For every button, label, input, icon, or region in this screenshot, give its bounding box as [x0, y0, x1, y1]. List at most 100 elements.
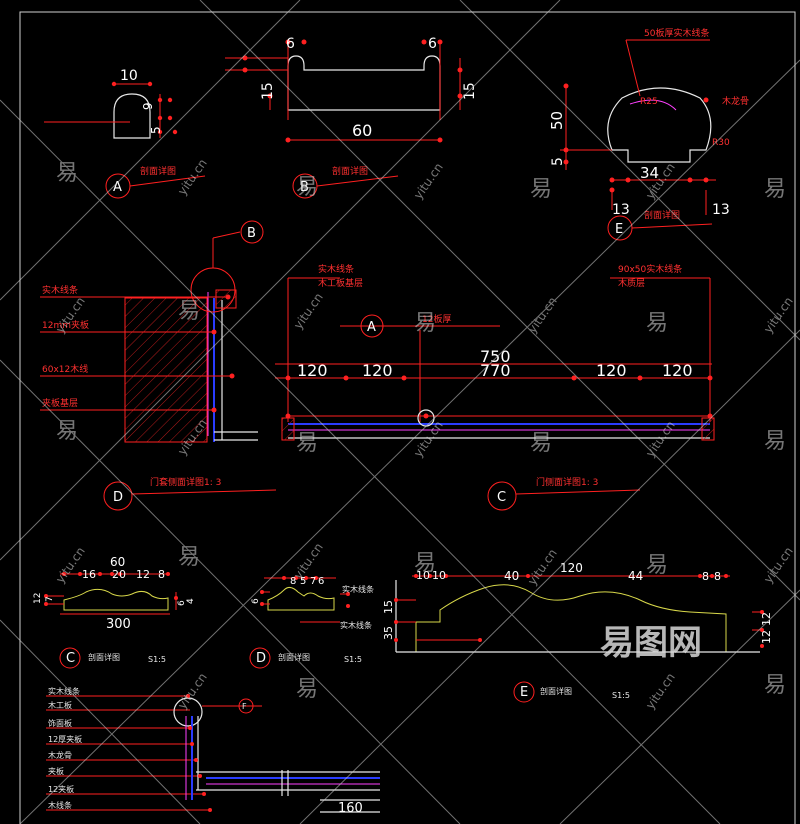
dim-c-door-2: 750 [480, 347, 511, 366]
dim-c-door-3: 770 [480, 361, 511, 380]
dim-c-door-1: 120 [362, 361, 393, 380]
dim-d-small-2: 7 [310, 576, 316, 587]
detail-marker-a-label: A [113, 180, 122, 195]
watermark-char: 易 [414, 551, 436, 576]
detail-d-small-scale: S1:5 [344, 655, 362, 664]
dim-d-small-0: 8 [290, 576, 296, 587]
note-f-5: 夹板 [48, 766, 64, 776]
watermark-char: 易 [56, 419, 78, 444]
dim-e-large-1: 10 [416, 569, 430, 582]
detail-marker-e-top-label: E [615, 222, 623, 237]
dim-e-large-3: 40 [504, 569, 519, 583]
watermark-domain: yitu.cn [411, 160, 446, 201]
note-f-2: 饰面板 [48, 718, 72, 728]
watermark-domain: yitu.cn [175, 156, 210, 197]
note-c-door-1: 木工板基层 [318, 277, 363, 289]
dim-c-small-5: 300 [106, 617, 131, 632]
dim-e-large-6: 8 [714, 570, 721, 583]
detail-d-door: B 实木线条 12mm夹板 60x12木线 夹板基层 D 门套侧面详图1: 3 [40, 220, 277, 511]
note-c-door-2: 12板厚 [422, 313, 451, 325]
detail-a: 10 9 5 A 剖面详图 [44, 68, 206, 199]
note-e-top-3: 木龙骨 [722, 95, 749, 107]
watermark-char: 易 [646, 553, 668, 578]
dim-e-large-9: 12 [760, 612, 773, 626]
dim-d-small-1: 5 [300, 576, 306, 587]
watermark-char: 易 [178, 299, 200, 324]
note-e-top-0: 50板厚实木线条 [644, 27, 709, 39]
detail-marker-e-large-label: E [520, 685, 528, 700]
dim-e-top-width: 34 [640, 164, 659, 182]
detail-a-title: 剖面详图 [140, 165, 176, 177]
detail-d-door-title: 门套侧面详图1: 3 [150, 476, 221, 488]
dim-e-large-4: 44 [628, 569, 643, 583]
detail-e-top: 50 5 34 13 13 50板厚实木线条 R25 R30 木龙骨 E 剖面详… [548, 27, 749, 241]
note-f-1: 木工板 [48, 700, 72, 710]
dim-b-left-lip: 6 [286, 36, 295, 52]
watermark-char: 易 [530, 431, 552, 456]
note-d-door-2: 60x12木线 [42, 363, 88, 375]
detail-c-door: 120 120 750 770 120 120 A 实木线条 木工板基层 12板… [275, 263, 715, 511]
watermark-char: 易 [764, 429, 786, 454]
dim-e-large-2: 10 [432, 569, 446, 582]
detail-e-top-title: 剖面详图 [644, 209, 680, 221]
watermark-domain: yitu.cn [643, 670, 678, 711]
note-f-7: 木线条 [48, 800, 72, 810]
watermark-logo: 易图网 [600, 623, 702, 663]
dim-a-base: 5 [149, 126, 163, 134]
watermark-char: 易 [530, 177, 552, 202]
dim-d-small-4: 6 [251, 598, 261, 604]
detail-c-small-scale: S1:5 [148, 655, 166, 664]
dim-c-small-3: 12 [136, 568, 150, 581]
detail-b: 6 6 15 15 60 B 剖面详图 [225, 36, 478, 199]
note-e-top-2: R30 [712, 138, 730, 148]
watermark-char: 易 [764, 673, 786, 698]
dim-c-small-1: 16 [82, 568, 96, 581]
callout-marker-a-label: A [367, 320, 376, 335]
watermark-char: 易 [56, 161, 78, 186]
watermark-domain: yitu.cn [761, 544, 796, 585]
dim-c-small-4: 8 [158, 568, 165, 581]
note-c-door-4: 木质层 [618, 277, 645, 289]
dim-b-width: 60 [352, 121, 372, 140]
callout-marker-b-label: B [247, 226, 256, 241]
note-d-door-1: 12mm夹板 [42, 319, 89, 331]
callout-marker-f [238, 698, 254, 714]
dim-e-top-right: 13 [712, 202, 730, 218]
detail-marker-d-door [103, 481, 133, 511]
detail-e-large-title: 剖面详图 [540, 686, 572, 696]
dim-b-left-height: 15 [260, 82, 276, 100]
dim-e-large-10: 12 [760, 630, 773, 644]
watermark-domain: yitu.cn [291, 290, 326, 331]
dim-c-small-6: 12 [33, 593, 43, 604]
dim-b-right-lip: 6 [428, 36, 437, 52]
dim-c-small-8: 6 [177, 600, 187, 606]
detail-b-title: 剖面详图 [332, 165, 368, 177]
watermark-char: 易 [414, 311, 436, 336]
drawing-frame [19, 11, 796, 824]
note-c-door-0: 实木线条 [318, 263, 354, 275]
dim-e-large-7: 15 [382, 600, 395, 614]
dim-c-small-9: 4 [186, 598, 196, 604]
detail-f-bottom: F 160 实木线条 木工板 饰面板 12厚夹板 木龙骨 夹板 12夹板 木线条 [46, 686, 380, 816]
detail-marker-c-small [59, 647, 81, 669]
dim-c-small-7: 7 [45, 596, 55, 602]
watermark-char: 易 [646, 311, 668, 336]
dim-e-large-5: 8 [702, 570, 709, 583]
detail-c-small-title: 剖面详图 [88, 652, 120, 662]
detail-e-large: 120 10 10 40 44 8 8 15 35 12 12 E 剖面详图 S… [382, 561, 773, 703]
note-d-small-0: 实木线条 [342, 584, 374, 594]
dim-f-bottom: 160 [338, 801, 363, 816]
dim-d-small-3: 6 [318, 576, 324, 587]
detail-e-large-scale: S1:5 [612, 691, 630, 700]
dim-e-top-height: 50 [548, 111, 566, 130]
watermark-char: 易 [178, 545, 200, 570]
watermark-char: 易 [296, 175, 318, 200]
detail-marker-c-small-label: C [66, 651, 75, 666]
watermark-domain: yitu.cn [525, 546, 560, 587]
dim-c-door-4: 120 [596, 361, 627, 380]
detail-marker-c-door [487, 481, 517, 511]
dim-c-small-0: 60 [110, 555, 125, 569]
note-f-6: 12夹板 [48, 784, 74, 794]
